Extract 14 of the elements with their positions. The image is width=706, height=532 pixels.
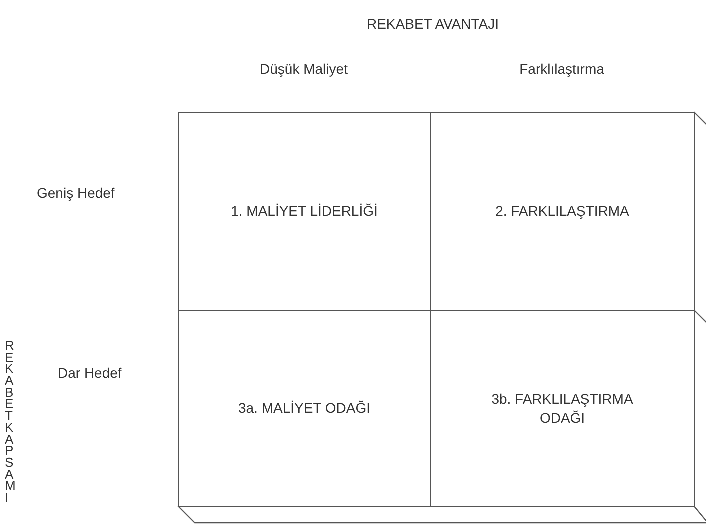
axis-title: REKABET AVANTAJI: [366, 16, 500, 32]
quadrant-label: 1. MALİYET LİDERLİĞİ: [231, 202, 378, 221]
row-header: Geniş Hedef: [37, 185, 115, 201]
quadrant-label: 3b. FARKLILAŞTIRMA ODAĞI: [490, 390, 634, 427]
axis-title: REKABET KAPSAMI: [5, 340, 17, 504]
quadrant-cell: [178, 112, 431, 311]
column-header: Düşük Maliyet: [260, 61, 348, 77]
quadrant-label: 2. FARKLILAŞTIRMA: [496, 202, 630, 221]
quadrant-label: 3a. MALİYET ODAĞI: [238, 399, 370, 418]
row-header: Dar Hedef: [58, 365, 122, 381]
column-header: Farklılaştırma: [520, 61, 604, 77]
quadrant-cell: [178, 310, 431, 507]
quadrant-cell: [430, 310, 695, 507]
quadrant-cell: [430, 112, 695, 311]
